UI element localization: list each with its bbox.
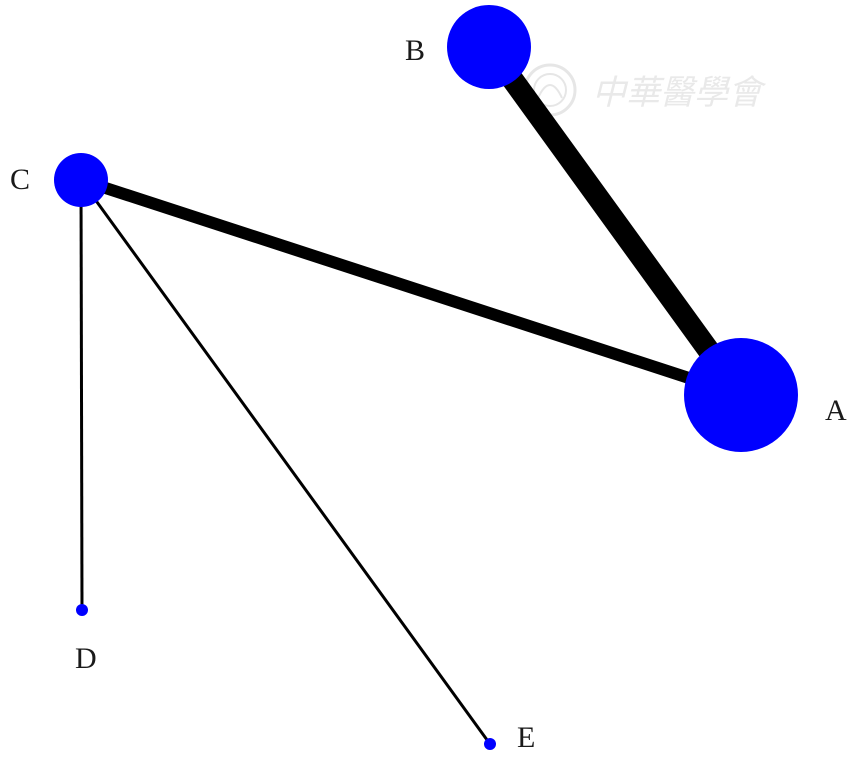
- watermark-text: 中華醫學會: [592, 73, 767, 113]
- node-a-label: A: [825, 394, 847, 427]
- edges: [79, 40, 750, 745]
- node-b: [447, 5, 531, 89]
- node-d-label: D: [75, 642, 97, 675]
- node-c: [54, 153, 108, 207]
- node-a: [684, 338, 798, 452]
- nodes: [54, 5, 798, 750]
- node-d: [76, 604, 88, 616]
- edge-a-c: [79, 174, 743, 401]
- node-b-label: B: [405, 34, 425, 67]
- edge-c-d: [79, 179, 84, 611]
- node-e: [484, 738, 496, 750]
- node-c-label: C: [10, 163, 30, 196]
- node-labels: A B C D E: [10, 34, 847, 754]
- watermark: 中華醫學會: [523, 63, 767, 117]
- edge-c-e: [79, 179, 492, 745]
- edge-a-b: [480, 40, 750, 402]
- node-e-label: E: [517, 721, 535, 754]
